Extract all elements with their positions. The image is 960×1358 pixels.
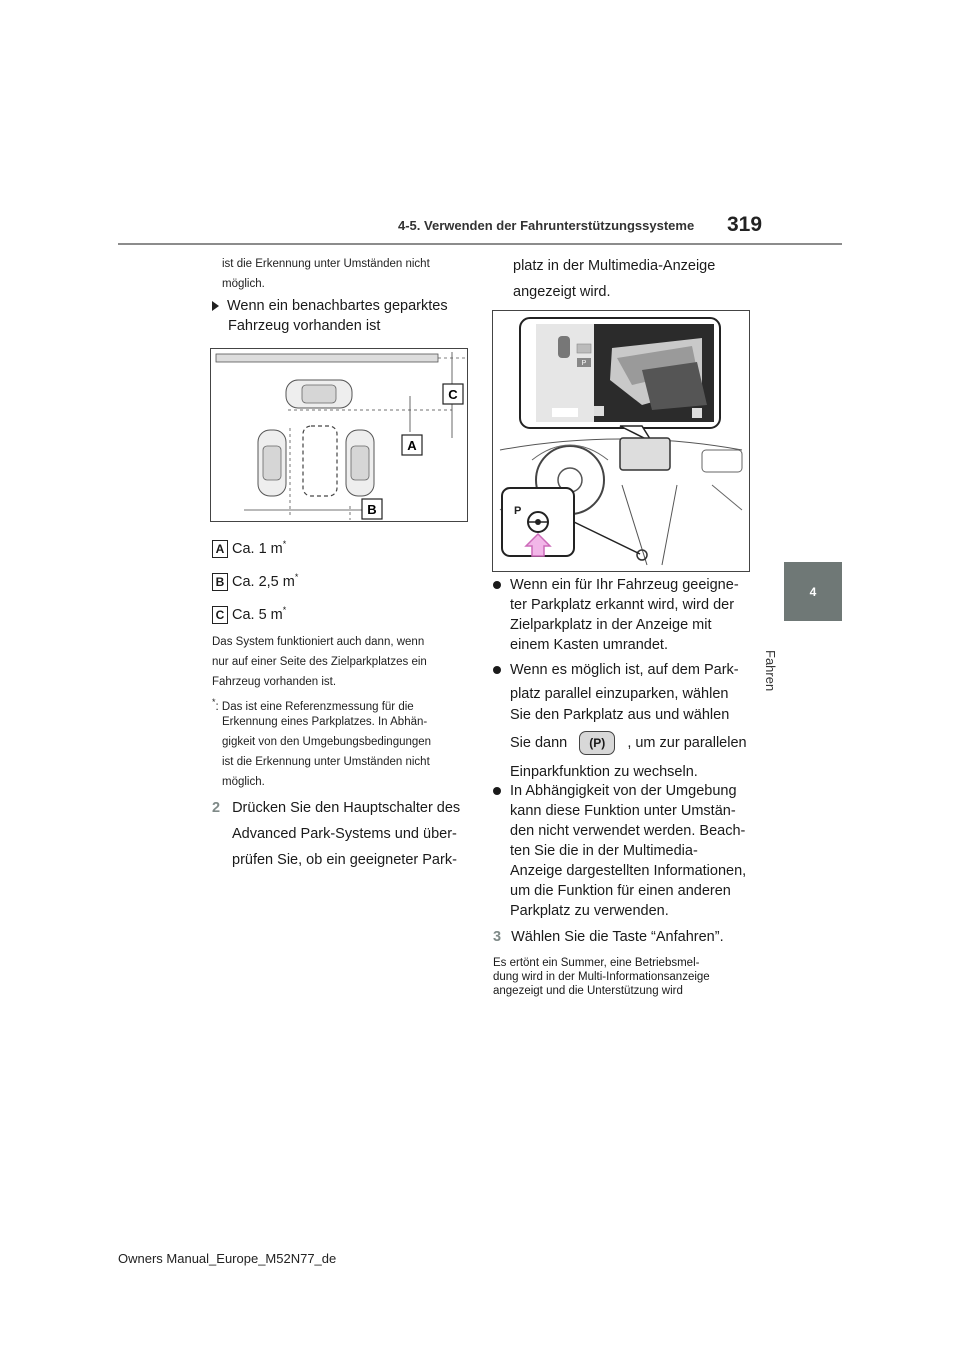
legend-c-text: Ca. 5 m xyxy=(232,606,283,623)
bullet3-line-4: ten Sie die in der Multimedia- xyxy=(510,843,698,859)
footer-text: Owners Manual_Europe_M52N77_de xyxy=(118,1251,337,1266)
target-space xyxy=(302,425,338,497)
triangle-bullet-icon xyxy=(212,301,219,312)
bullet2-line-5: Einparkfunktion zu wechseln. xyxy=(510,764,698,780)
legend-a-text: Ca. 1 m xyxy=(232,540,283,557)
bullet2-text-1: Wenn es möglich ist, auf dem Park- xyxy=(510,662,739,678)
step2-line-1: 2 Drücken Sie den Hauptschalter des xyxy=(212,795,460,821)
subheading: Wenn ein benachbartes geparktes xyxy=(212,296,448,316)
label-b-box xyxy=(361,498,383,520)
right-note-line-3: angezeigt und die Unterstützung wird xyxy=(493,985,683,997)
footnote-mark: * xyxy=(212,697,216,707)
bullet3-line-5: Anzeige dargestellten Informationen, xyxy=(510,863,747,879)
step3-text: Wählen Sie die Taste “Anfahren”. xyxy=(511,929,724,945)
intro-line-2: möglich. xyxy=(222,278,265,290)
intro-line-1: ist die Erkennung unter Umständen nicht xyxy=(222,258,430,270)
bullet1-line-3: Zielparkplatz in der Anzeige mit xyxy=(510,617,712,633)
legend-c-mark: * xyxy=(282,605,287,615)
label-c-box xyxy=(442,383,464,405)
legend-b-text: Ca. 2,5 m xyxy=(232,573,295,590)
bullet2-text-4b: , um zur parallelen xyxy=(627,735,747,751)
header-rule xyxy=(118,243,842,245)
bullet1-line-1: Wenn ein für Ihr Fahrzeug geeigne- xyxy=(493,575,739,595)
cont-line-1: platz in der Multimedia-Anzeige xyxy=(513,258,716,274)
screen-p-label: P xyxy=(582,360,587,367)
bullet3-line-1: In Abhängigkeit von der Umgebung xyxy=(493,781,737,801)
page-number: 319 xyxy=(727,213,763,236)
note-line-1: Das System funktioniert auch dann, wenn xyxy=(212,636,425,648)
press-arrow-icon xyxy=(524,532,552,557)
label-b: B xyxy=(367,502,376,517)
bullet2-line-2: platz parallel einzuparken, wählen xyxy=(510,686,729,702)
cont-line-2: angezeigt wird. xyxy=(513,284,611,300)
note-line-2: nur auf einer Seite des Zielparkplatzes … xyxy=(212,656,427,668)
bullet3-line-2: kann diese Funktion unter Umstän- xyxy=(510,803,736,819)
label-c: C xyxy=(448,387,458,402)
chapter-tab xyxy=(784,562,842,621)
car-left-icon xyxy=(257,429,287,497)
chapter-number: 4 xyxy=(809,585,817,599)
bullet3-line-3: den nicht verwendet werden. Beach- xyxy=(510,823,746,839)
step2-text-1: Drücken Sie den Hauptschalter des xyxy=(232,800,461,816)
bullet1-text-1: Wenn ein für Ihr Fahrzeug geeigne- xyxy=(510,577,739,593)
footnote-line-4: ist die Erkennung unter Umständen nicht xyxy=(222,756,430,768)
bullet2-text-4a: Sie dann xyxy=(510,735,568,751)
step2-line-2: Advanced Park-Systems und über- xyxy=(232,826,457,842)
bullet1-line-2: ter Parkplatz erkannt wird, wird der xyxy=(510,597,735,613)
legend-c-key: C xyxy=(212,605,228,624)
parking-diagram: C A B xyxy=(210,348,468,522)
step2-number: 2 xyxy=(212,800,221,816)
chapter-label: Fahren xyxy=(763,650,778,692)
parallel-park-icon: (P) xyxy=(579,731,616,756)
legend-a-mark: * xyxy=(282,539,287,549)
legend-b-mark: * xyxy=(294,572,299,582)
step3-line: 3 Wählen Sie die Taste “Anfahren”. xyxy=(493,927,724,947)
bullet2-line-4: Sie dann (P) , um zur parallelen xyxy=(510,730,747,756)
bullet-icon xyxy=(493,581,501,590)
step2-line-3: prüfen Sie, ob ein geeigneter Park- xyxy=(232,852,457,868)
button-p-label: P xyxy=(514,505,521,517)
label-a: A xyxy=(407,438,417,453)
bullet3-line-6: um die Funktion für einen anderen xyxy=(510,883,731,899)
car-top-icon xyxy=(285,379,353,409)
bullet-icon xyxy=(493,787,501,796)
legend-a-key: A xyxy=(212,539,228,558)
bullet1-line-4: einem Kasten umrandet. xyxy=(510,637,668,653)
step3-number: 3 xyxy=(493,929,502,945)
bullet-icon xyxy=(493,666,501,675)
label-a-box xyxy=(401,434,423,456)
car-right-icon xyxy=(345,429,375,497)
footnote-line-1: *: Das ist eine Referenzmessung für die xyxy=(212,692,414,717)
note-line-3: Fahrzeug vorhanden ist. xyxy=(212,676,337,688)
footnote-line-5: möglich. xyxy=(222,776,265,788)
right-note-line-2: dung wird in der Multi-Informationsanzei… xyxy=(493,971,710,983)
bullet3-text-1: In Abhängigkeit von der Umgebung xyxy=(510,783,737,799)
footnote-text-1: : Das ist eine Referenzmessung für die xyxy=(215,700,414,713)
bullet2-line-3: Sie den Parkplatz aus und wählen xyxy=(510,707,730,723)
cockpit-diagram: P P xyxy=(492,310,750,572)
bullet2-line-1: Wenn es möglich ist, auf dem Park- xyxy=(493,657,739,683)
subheading-line-2: Fahrzeug vorhanden ist xyxy=(228,318,381,334)
subheading-line-1: Wenn ein benachbartes geparktes xyxy=(227,298,448,314)
footnote-line-2: Erkennung eines Parkplatzes. In Abhän- xyxy=(222,716,428,728)
legend-b-key: B xyxy=(212,572,228,591)
section-title: 4-5. Verwenden der Fahrunterstützungssys… xyxy=(398,218,695,233)
footnote-line-3: gigkeit von den Umgebungsbedingungen xyxy=(222,736,432,748)
right-note-line-1: Es ertönt ein Summer, eine Betriebsmel- xyxy=(493,957,700,969)
bullet3-line-7: Parkplatz zu verwenden. xyxy=(510,903,669,919)
